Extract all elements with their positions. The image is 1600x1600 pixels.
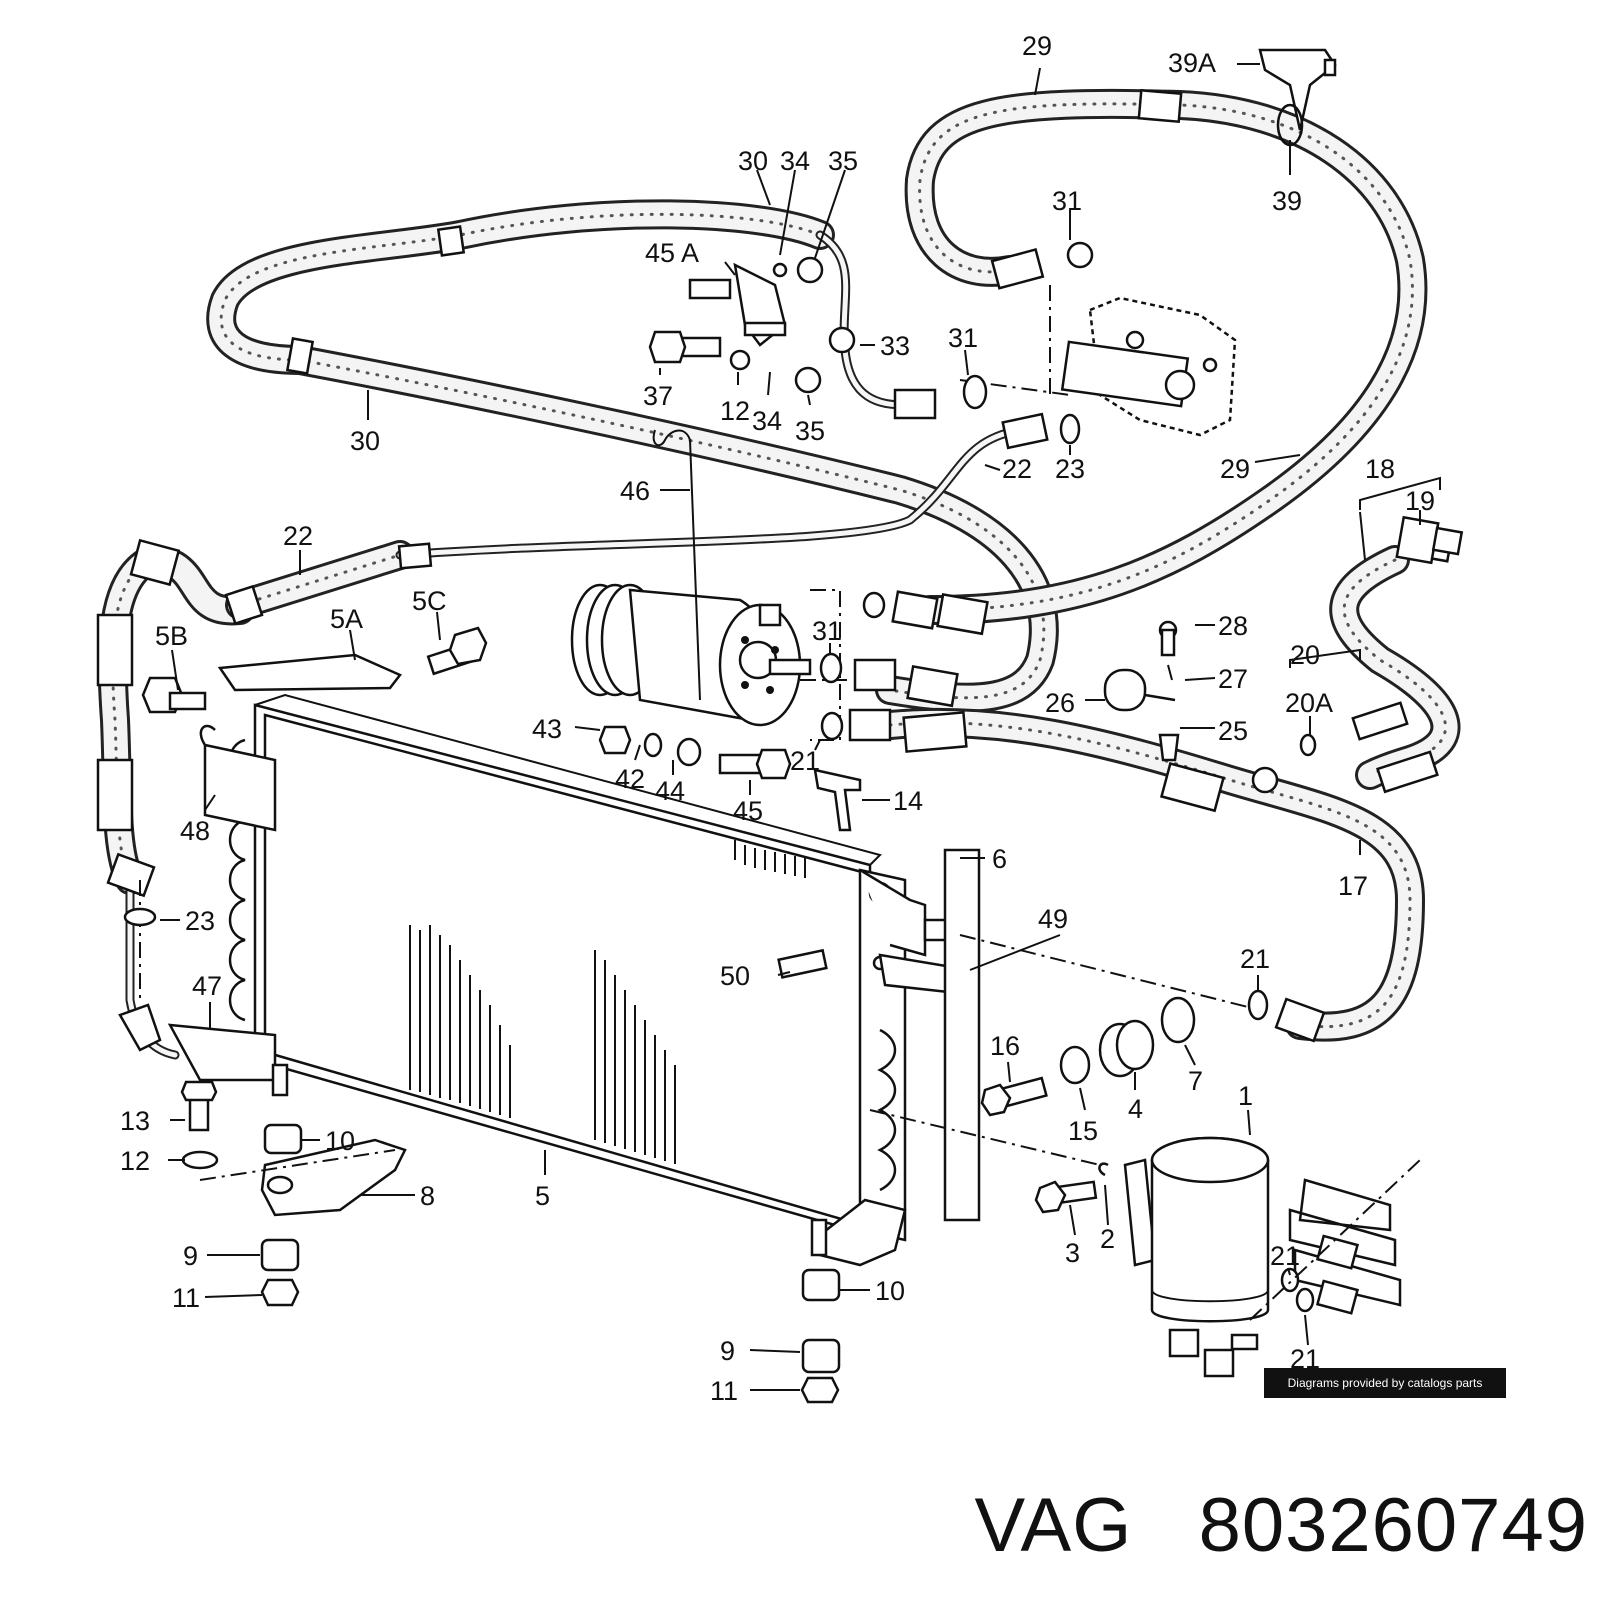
callouts: 29 39A 39 30 34 35 45 A 31 33 31 37 12 3… (120, 31, 1435, 1406)
callout-31b: 31 (948, 323, 978, 353)
callout-6: 6 (992, 844, 1007, 874)
callout-30b: 30 (350, 426, 380, 456)
callout-29a: 29 (1022, 31, 1052, 61)
callout-9b: 9 (720, 1336, 735, 1366)
support-6 (943, 848, 981, 1222)
callout-31c: 31 (812, 616, 842, 646)
brand-name: VAG (974, 1483, 1133, 1568)
callout-45: 45 (733, 796, 763, 826)
callout-12a: 12 (720, 396, 750, 426)
callout-22b: 22 (283, 521, 313, 551)
compressor (570, 583, 850, 741)
callout-20A: 20A (1285, 688, 1333, 718)
pipe-22 (225, 425, 1025, 620)
callout-26: 26 (1045, 688, 1075, 718)
callout-9a: 9 (183, 1241, 198, 1271)
hardware (118, 48, 1464, 1404)
callout-11a: 11 (172, 1283, 200, 1313)
callout-48: 48 (180, 816, 210, 846)
callout-5C: 5C (412, 586, 447, 616)
pipe-33 (815, 230, 910, 410)
callout-35b: 35 (795, 416, 825, 446)
callout-28: 28 (1218, 611, 1248, 641)
callout-2: 2 (1100, 1224, 1115, 1254)
callout-31a: 31 (1052, 186, 1082, 216)
callout-16: 16 (990, 1031, 1020, 1061)
callout-27: 27 (1218, 664, 1248, 694)
callout-30a: 30 (738, 146, 768, 176)
callout-10a: 10 (325, 1126, 355, 1156)
callout-23b: 23 (185, 906, 215, 936)
callout-13: 13 (120, 1106, 150, 1136)
callout-12b: 12 (120, 1146, 150, 1176)
callout-44: 44 (655, 776, 685, 806)
callout-45A: 45 A (645, 238, 699, 268)
callout-37: 37 (643, 381, 673, 411)
callout-20: 20 (1290, 640, 1320, 670)
alignment-line-drier (869, 1109, 1101, 1166)
expansion-valve (959, 285, 1237, 437)
callout-17: 17 (1338, 871, 1368, 901)
callout-15: 15 (1068, 1116, 1098, 1146)
callout-21b: 21 (1240, 944, 1270, 974)
callout-21c: 21 (1270, 1241, 1300, 1271)
callout-22a: 22 (1002, 454, 1032, 484)
callout-8: 8 (420, 1181, 435, 1211)
diagram-credit: Diagrams provided by catalogs parts (1264, 1368, 1506, 1398)
callout-5: 5 (535, 1181, 550, 1211)
callout-35a: 35 (828, 146, 858, 176)
callout-34a: 34 (780, 146, 810, 176)
bracket-46 (652, 429, 701, 701)
part-number-caption: VAG 803260749 (974, 1482, 1588, 1569)
hose-29 (904, 88, 1428, 625)
callout-1: 1 (1238, 1081, 1253, 1111)
callout-33: 33 (880, 331, 910, 361)
callout-18: 18 (1365, 454, 1395, 484)
callout-43: 43 (532, 714, 562, 744)
callout-4: 4 (1128, 1094, 1143, 1124)
callout-39A: 39A (1168, 48, 1216, 78)
callout-39: 39 (1272, 186, 1302, 216)
callout-42: 42 (615, 764, 645, 794)
callout-50: 50 (720, 961, 750, 991)
hose-30 (206, 199, 1059, 713)
alignment-line-49 (959, 934, 1261, 1011)
callout-19: 19 (1405, 486, 1435, 516)
callout-14: 14 (893, 786, 923, 816)
callout-11b: 11 (710, 1376, 738, 1406)
condenser (167, 693, 977, 1267)
callout-29b: 29 (1220, 454, 1250, 484)
callout-49: 49 (1038, 904, 1068, 934)
callout-47: 47 (192, 971, 222, 1001)
callout-10b: 10 (875, 1276, 905, 1306)
hose-left-liquid-line (97, 545, 255, 895)
hose-fittings (96, 88, 1326, 1043)
hose-18 (1329, 545, 1461, 790)
callout-7: 7 (1188, 1066, 1203, 1096)
callout-23a: 23 (1055, 454, 1085, 484)
callout-3: 3 (1065, 1238, 1080, 1268)
callout-34b: 34 (752, 406, 782, 436)
hose-17 (875, 707, 1425, 1042)
callout-46: 46 (620, 476, 650, 506)
callout-21a: 21 (790, 746, 820, 776)
callout-5B: 5B (155, 621, 188, 651)
leader-lines (160, 63, 1441, 1391)
callout-5A: 5A (330, 604, 363, 634)
part-number: 803260749 (1198, 1483, 1588, 1568)
callout-25: 25 (1218, 716, 1248, 746)
